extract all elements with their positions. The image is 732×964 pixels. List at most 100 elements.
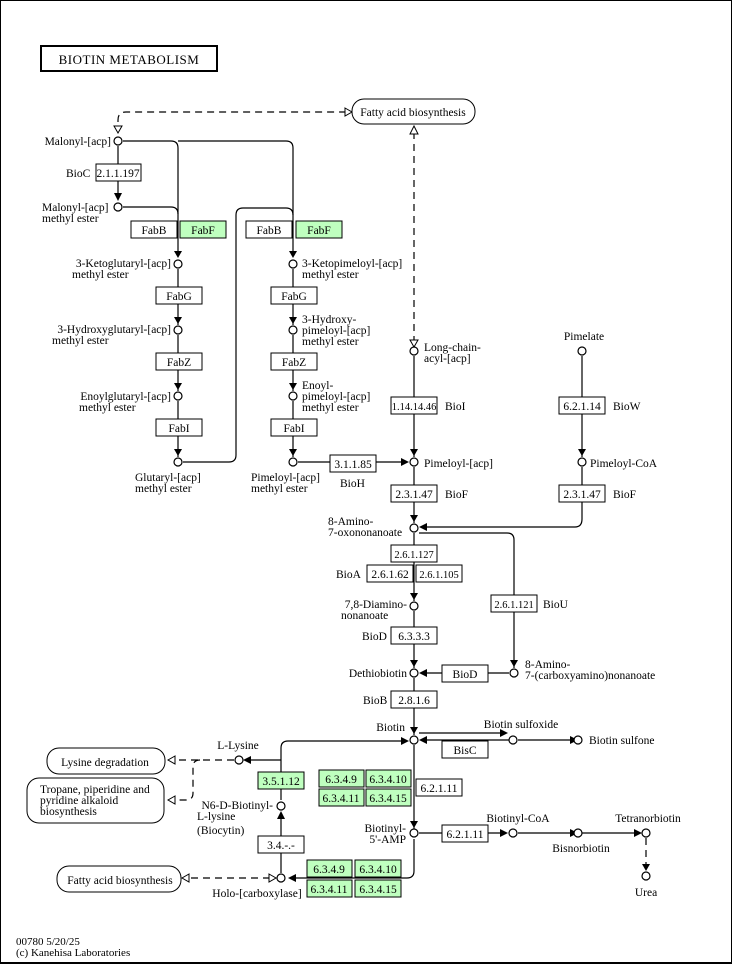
compound-glutaryl[interactable] [173, 457, 183, 467]
enzyme-6-3-4-9-a[interactable]: 6.3.4.9 [318, 769, 365, 788]
enzyme-6-3-4-15-b[interactable]: 6.3.4.15 [354, 879, 402, 898]
enzyme-fabB-1[interactable]: FabB [130, 220, 178, 239]
edges [113, 107, 650, 883]
enzyme-2-3-1-47-a[interactable]: 2.3.1.47 [390, 484, 438, 503]
enzyme-6-2-1-14[interactable]: 6.2.1.14 [558, 396, 606, 415]
enzyme-fabI-2[interactable]: FabI [270, 418, 318, 437]
enzyme-6-3-4-15-a[interactable]: 6.3.4.15 [365, 788, 412, 807]
edge-bioU [419, 532, 515, 668]
arrow-icon [277, 811, 285, 819]
compound-pimelate[interactable] [577, 346, 587, 356]
compound-3-ketoglutaryl[interactable] [173, 259, 183, 269]
map-label: Lysine degradation [61, 757, 149, 769]
enzyme-2-6-1-121[interactable]: 2.6.1.121 [490, 594, 538, 613]
enzyme-bioD[interactable]: BioD [441, 664, 489, 683]
compound-biotinyl-coa[interactable] [508, 828, 518, 838]
enzyme-fabG-2[interactable]: FabG [270, 286, 318, 305]
gene-label: BioB [363, 695, 388, 707]
enzyme-6-3-4-11-a[interactable]: 6.3.4.11 [318, 788, 365, 807]
enzyme-3-5-1-12[interactable]: 3.5.1.12 [257, 771, 305, 790]
compound-7-8-diaminononanoate[interactable] [409, 601, 419, 611]
gene-labels: BioC BioH BioI BioF BioW BioF BioA BioU … [66, 168, 641, 707]
enzyme-label: 6.3.4.15 [359, 884, 397, 896]
map-fatty-acid-bottom[interactable]: Fatty acid biosynthesis [56, 865, 182, 893]
enzyme-2-6-1-62[interactable]: 2.6.1.62 [366, 564, 414, 583]
compound-tetranorbiotin[interactable] [641, 828, 651, 838]
map-tropane[interactable]: Tropane, piperidine and pyridine alkaloi… [26, 777, 165, 824]
compound-long-chain-acyl-acp[interactable] [409, 346, 419, 356]
compound-biotin[interactable] [409, 735, 419, 745]
map-lysine-degradation[interactable]: Lysine degradation [46, 747, 166, 775]
edge-biocytin-biotin [280, 740, 402, 771]
compound-pimeloyl-acp[interactable] [409, 457, 419, 467]
enzyme-fabI-1[interactable]: FabI [155, 418, 203, 437]
compound-8-amino-7-oxononanoate[interactable] [409, 523, 419, 533]
arrow-icon [642, 864, 650, 871]
arrow-icon [410, 593, 418, 600]
compound-label: methyl ester [135, 483, 192, 495]
compound-malonyl-acp[interactable] [113, 136, 123, 146]
enzyme-6-3-3-3[interactable]: 6.3.3.3 [390, 626, 438, 645]
enzyme-2-6-1-105[interactable]: 2.6.1.105 [415, 564, 463, 583]
compound-urea[interactable] [641, 871, 651, 881]
enzyme-label: 1.14.14.46 [392, 402, 437, 413]
enzyme-2-6-1-127[interactable]: 2.6.1.127 [390, 544, 438, 563]
enzyme-2-3-1-47-b[interactable]: 2.3.1.47 [558, 484, 606, 503]
compound-holo-carboxylase[interactable] [276, 873, 286, 883]
compound-pimeloyl-coa[interactable] [577, 457, 587, 467]
compound-biocytin[interactable] [276, 801, 286, 811]
enzyme-2-8-1-6[interactable]: 2.8.1.6 [390, 690, 438, 709]
gene-label: BioF [613, 489, 636, 501]
compound-label: 8-Amino- [328, 516, 374, 528]
enzyme-label: FabF [191, 225, 215, 237]
enzyme-6-2-1-11-b[interactable]: 6.2.1.11 [441, 824, 489, 843]
enzyme-6-2-1-11-a[interactable]: 6.2.1.11 [415, 778, 463, 797]
map-fatty-acid-top[interactable]: Fatty acid biosynthesis [351, 98, 476, 125]
enzyme-fabF-1[interactable]: FabF [179, 220, 227, 239]
enzyme-fabG-1[interactable]: FabG [155, 286, 203, 305]
compound-enoylglutaryl[interactable] [173, 391, 183, 401]
compound-label: methyl ester [251, 483, 308, 495]
enzyme-3-1-1-85[interactable]: 3.1.1.85 [329, 454, 377, 473]
compound-label: 3-Hydroxyglutaryl-[acp] [57, 324, 171, 336]
compound-3-hydroxypimeloyl[interactable] [288, 325, 298, 335]
open-arrow-icon [166, 795, 176, 805]
compound-3-hydroxyglutaryl[interactable] [173, 325, 183, 335]
enzyme-1-14-14-46[interactable]: 1.14.14.46 [390, 396, 438, 415]
enzyme-fabF-2[interactable]: FabF [295, 220, 343, 239]
enzyme-label: BioD [453, 669, 478, 681]
enzyme-2-1-1-197[interactable]: 2.1.1.197 [95, 163, 142, 182]
compound-carboxyamino-nonanoate[interactable] [509, 668, 519, 678]
arrow-icon [243, 756, 251, 764]
compound-bisnorbiotin[interactable] [573, 828, 583, 838]
compound-label: N6-D-Biotinyl- [201, 800, 273, 812]
compound-l-lysine[interactable] [234, 755, 244, 765]
edge-glutaryl-loop [183, 207, 294, 463]
compound-biotin-sulfone[interactable] [573, 735, 583, 745]
compound-3-ketopimeloyl[interactable] [288, 259, 298, 269]
compound-biotin-sulfoxide[interactable] [508, 735, 518, 745]
compound-pimeloyl-acp-methyl-ester[interactable] [288, 457, 298, 467]
enzyme-6-3-4-9-b[interactable]: 6.3.4.9 [306, 859, 353, 878]
compound-labels: Malonyl-[acp] Malonyl-[acp] methyl ester… [42, 136, 681, 900]
enzyme-bisC[interactable]: BisC [441, 740, 489, 759]
enzyme-label: 6.3.4.10 [359, 864, 397, 876]
compound-enoylpimeloyl[interactable] [288, 391, 298, 401]
enzyme-fabB-2[interactable]: FabB [245, 220, 293, 239]
enzyme-label: FabI [168, 423, 189, 435]
compound-label: L-lysine [197, 811, 235, 823]
compound-biotinyl-5-amp[interactable] [409, 828, 419, 838]
arrow-icon [500, 729, 508, 737]
enzyme-6-3-4-10-a[interactable]: 6.3.4.10 [365, 769, 412, 788]
enzyme-6-3-4-10-b[interactable]: 6.3.4.10 [354, 859, 402, 878]
enzyme-fabZ-2[interactable]: FabZ [270, 352, 318, 371]
compound-malonyl-acp-methyl-ester[interactable] [113, 202, 123, 212]
enzyme-6-3-4-11-b[interactable]: 6.3.4.11 [306, 879, 353, 898]
arrow-icon [401, 458, 409, 466]
enzyme-label: 6.3.3.3 [398, 631, 430, 643]
compound-dethiobiotin[interactable] [409, 668, 419, 678]
enzyme-label: 3.1.1.85 [334, 459, 372, 471]
enzyme-3-4[interactable]: 3.4.-.- [257, 835, 305, 854]
enzyme-fabZ-1[interactable]: FabZ [155, 352, 203, 371]
enzyme-label: FabG [166, 291, 192, 303]
